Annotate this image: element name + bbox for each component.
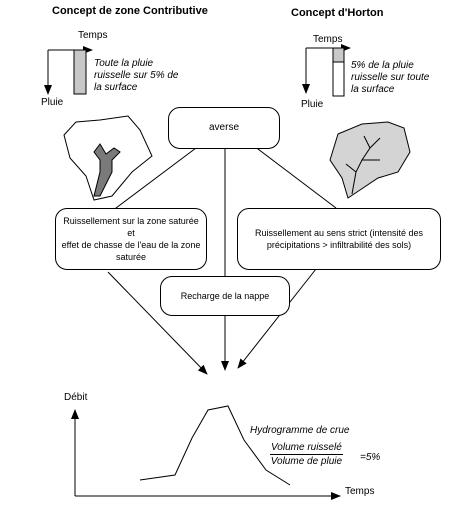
averse-label: averse bbox=[208, 122, 239, 134]
right-rain-bar-fill bbox=[332, 47, 345, 63]
aquifer-recharge-box: Recharge de la nappe bbox=[160, 276, 290, 316]
left-temps-label: Temps bbox=[78, 30, 108, 41]
left-pluie-label: Pluie bbox=[41, 97, 64, 108]
fraction-numerator: Volume ruisselé bbox=[270, 442, 343, 455]
hortonian-runoff-box: Ruissellement au sens strict (intensité … bbox=[237, 208, 441, 270]
right-caption-line-2: ruisselle sur toute bbox=[351, 72, 430, 83]
hortonian-runoff-line-1: Ruissellement au sens strict (intensité … bbox=[254, 227, 424, 238]
right-caption-line-1: 5% de la pluie bbox=[351, 60, 414, 71]
right-pluie-label: Pluie bbox=[301, 99, 324, 110]
temps-axis-label: Temps bbox=[345, 486, 375, 497]
saturated-runoff-box: Ruissellement sur la zone saturée et eff… bbox=[55, 208, 207, 270]
right-caption-line-3: la surface bbox=[351, 84, 395, 95]
left-caption-line-2: ruisselle sur 5% de bbox=[94, 70, 179, 81]
hortonian-runoff-line-2: précipitations > infiltrabilité des sols… bbox=[266, 240, 412, 250]
left-caption-line-3: la surface bbox=[94, 82, 138, 93]
hydrograph-curve-label: Hydrogramme de crue bbox=[250, 425, 350, 436]
saturated-runoff-line-3: saturée bbox=[115, 252, 147, 263]
saturated-runoff-line-2: effet de chasse de l'eau de la zone bbox=[61, 240, 201, 250]
hydrograph-curve bbox=[139, 405, 291, 486]
averse-box: averse bbox=[168, 107, 280, 149]
saturated-runoff-line-1: Ruissellement sur la zone saturée et bbox=[63, 215, 199, 238]
left-caption-line-1: Toute la pluie bbox=[94, 58, 154, 69]
debit-axis-label: Débit bbox=[64, 392, 88, 403]
fraction-value: =5% bbox=[360, 452, 381, 463]
right-temps-label: Temps bbox=[313, 34, 343, 45]
left-concept-title: Concept de zone Contributive bbox=[52, 5, 208, 17]
right-concept-title: Concept d'Horton bbox=[291, 7, 384, 19]
hydrograph-axes bbox=[71, 409, 341, 500]
flow-arrows bbox=[107, 148, 317, 375]
connector-lines bbox=[107, 145, 337, 215]
left-saturated-zone bbox=[93, 143, 121, 197]
runoff-ratio-fraction: Volume ruisselé Volume de pluie bbox=[270, 442, 343, 467]
fraction-denominator: Volume de pluie bbox=[270, 456, 343, 467]
left-rain-bar bbox=[73, 49, 87, 95]
aquifer-recharge-label: Recharge de la nappe bbox=[180, 290, 270, 301]
right-drainage-network bbox=[345, 135, 381, 195]
